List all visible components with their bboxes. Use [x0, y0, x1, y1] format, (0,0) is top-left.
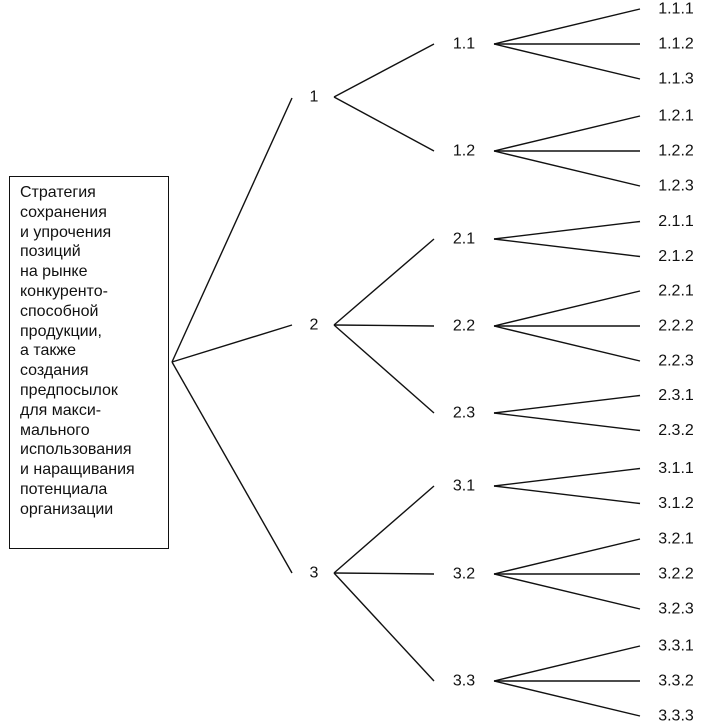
level3-node-label: 2.3.1: [658, 387, 694, 404]
level3-node-label: 3.3.3: [658, 708, 694, 725]
edge-level1-to-level2: [333, 96, 435, 152]
root-text-line: создания: [20, 362, 89, 380]
level3-node-label: 1.2.3: [658, 178, 694, 195]
root-text-line: потенциала: [20, 480, 108, 498]
root-text-line: организации: [20, 500, 114, 518]
edge-level1-to-level2: [333, 485, 435, 574]
edge-level2-to-level3: [493, 220, 641, 240]
level1-node-label: 3: [310, 565, 319, 582]
level1-node-label: 2: [310, 317, 319, 334]
root-text-line: позиций: [20, 243, 81, 261]
level3-node-label: 2.1.2: [658, 248, 694, 265]
edge-root-to-level1: [171, 361, 293, 574]
level1-node-label: 1: [310, 89, 319, 106]
level3-node-label: 3.1.1: [658, 460, 694, 477]
edge-level1-to-level2: [333, 238, 435, 326]
edge-root-to-level1: [171, 97, 293, 363]
edge-level2-to-level3: [493, 467, 641, 487]
root-text-line: Стратегия: [20, 184, 96, 201]
level3-node-label: 2.1.1: [658, 213, 694, 230]
level3-node-label: 1.1.2: [658, 36, 694, 53]
level2-node-label: 3.2: [453, 566, 475, 583]
edge-level2-to-level3: [493, 150, 641, 187]
edge-level2-to-level3: [493, 538, 641, 575]
edge-level2-to-level3: [493, 115, 641, 152]
edge-level2-to-level3: [493, 412, 641, 432]
root-text-line: сохранения: [20, 203, 107, 221]
edge-level2-to-level3: [493, 238, 641, 258]
level3-node-label: 2.2.2: [658, 318, 694, 335]
level2-node-label: 2.1: [453, 231, 475, 248]
level3-node-label: 1.2.2: [658, 143, 694, 160]
level3-node-label: 3.1.2: [658, 495, 694, 512]
level2-node-label: 2.3: [453, 405, 475, 422]
level2-node-label: 3.3: [453, 673, 475, 690]
edge-level1-to-level2: [333, 324, 435, 414]
edge-level2-to-level3: [493, 394, 641, 414]
root-text-line: для макси-: [20, 401, 102, 419]
level3-node-label: 3.2.2: [658, 566, 694, 583]
root-text-line: использования: [20, 441, 132, 459]
edge-level2-to-level3: [493, 325, 641, 362]
root-text-line: на рынке: [20, 263, 88, 281]
edge-level2-to-level3: [493, 8, 641, 45]
root-text-line: и наращивания: [20, 461, 135, 479]
edge-level1-to-level2: [333, 43, 435, 98]
level2-node-label: 1.2: [453, 143, 475, 160]
root-text-line: конкуренто-: [20, 282, 108, 300]
edge-level2-to-level3: [493, 290, 641, 327]
level3-node-label: 1.1.3: [658, 71, 694, 88]
edge-level2-to-level3: [493, 573, 641, 610]
edge-root-to-level1: [171, 324, 293, 363]
level3-node-label: 2.3.2: [658, 422, 694, 439]
level3-node-label: 2.2.1: [658, 283, 694, 300]
root-text-line: предпосылок: [20, 381, 118, 399]
level2-node-label: 1.1: [453, 36, 475, 53]
root-strategy-box: Стратегия сохранения и упрочения позиций…: [9, 176, 169, 549]
root-text-line: а также: [20, 342, 76, 360]
edge-level2-to-level3: [493, 645, 641, 682]
root-text-line: мального: [20, 421, 90, 439]
level3-node-label: 1.1.1: [658, 1, 694, 18]
edge-level2-to-level3: [493, 43, 641, 80]
level3-node-label: 3.2.3: [658, 601, 694, 618]
edge-level2-to-level3: [493, 680, 641, 717]
edge-level1-to-level2: [333, 572, 435, 682]
level2-node-label: 3.1: [453, 478, 475, 495]
root-text-line: и упрочения: [20, 223, 112, 241]
level3-node-label: 1.2.1: [658, 108, 694, 125]
edge-level1-to-level2: [333, 572, 435, 575]
level3-node-label: 3.3.1: [658, 638, 694, 655]
edge-level1-to-level2: [333, 324, 435, 327]
level3-node-label: 3.3.2: [658, 673, 694, 690]
level2-node-label: 2.2: [453, 318, 475, 335]
level3-node-label: 3.2.1: [658, 531, 694, 548]
root-text-line: способной: [20, 302, 99, 320]
root-text-line: продукции,: [20, 322, 102, 340]
level3-node-label: 2.2.3: [658, 353, 694, 370]
edge-level2-to-level3: [493, 485, 641, 505]
